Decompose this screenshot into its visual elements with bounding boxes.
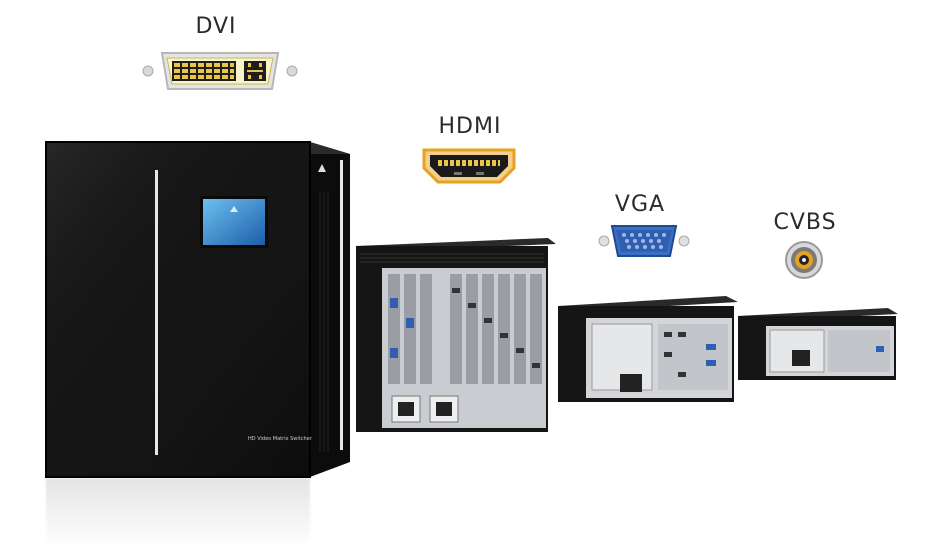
hdmi-connector-icon	[422, 148, 516, 184]
compact-matrix-chassis	[738, 308, 898, 380]
vga-connector-icon	[598, 225, 690, 257]
medium-matrix-chassis	[356, 238, 556, 432]
chassis-front-text: HD Video Matrix Switcher	[248, 436, 312, 442]
label-cvbs: CVBS	[773, 210, 837, 235]
cvbs-connector-icon	[785, 241, 823, 279]
label-dvi: DVI	[195, 14, 237, 39]
label-hdmi: HDMI	[438, 114, 502, 139]
chassis-reflection	[46, 478, 310, 548]
label-vga: VGA	[614, 192, 666, 217]
dvi-connector-icon	[142, 52, 298, 90]
large-matrix-chassis	[45, 141, 350, 478]
small-matrix-chassis	[558, 296, 738, 402]
